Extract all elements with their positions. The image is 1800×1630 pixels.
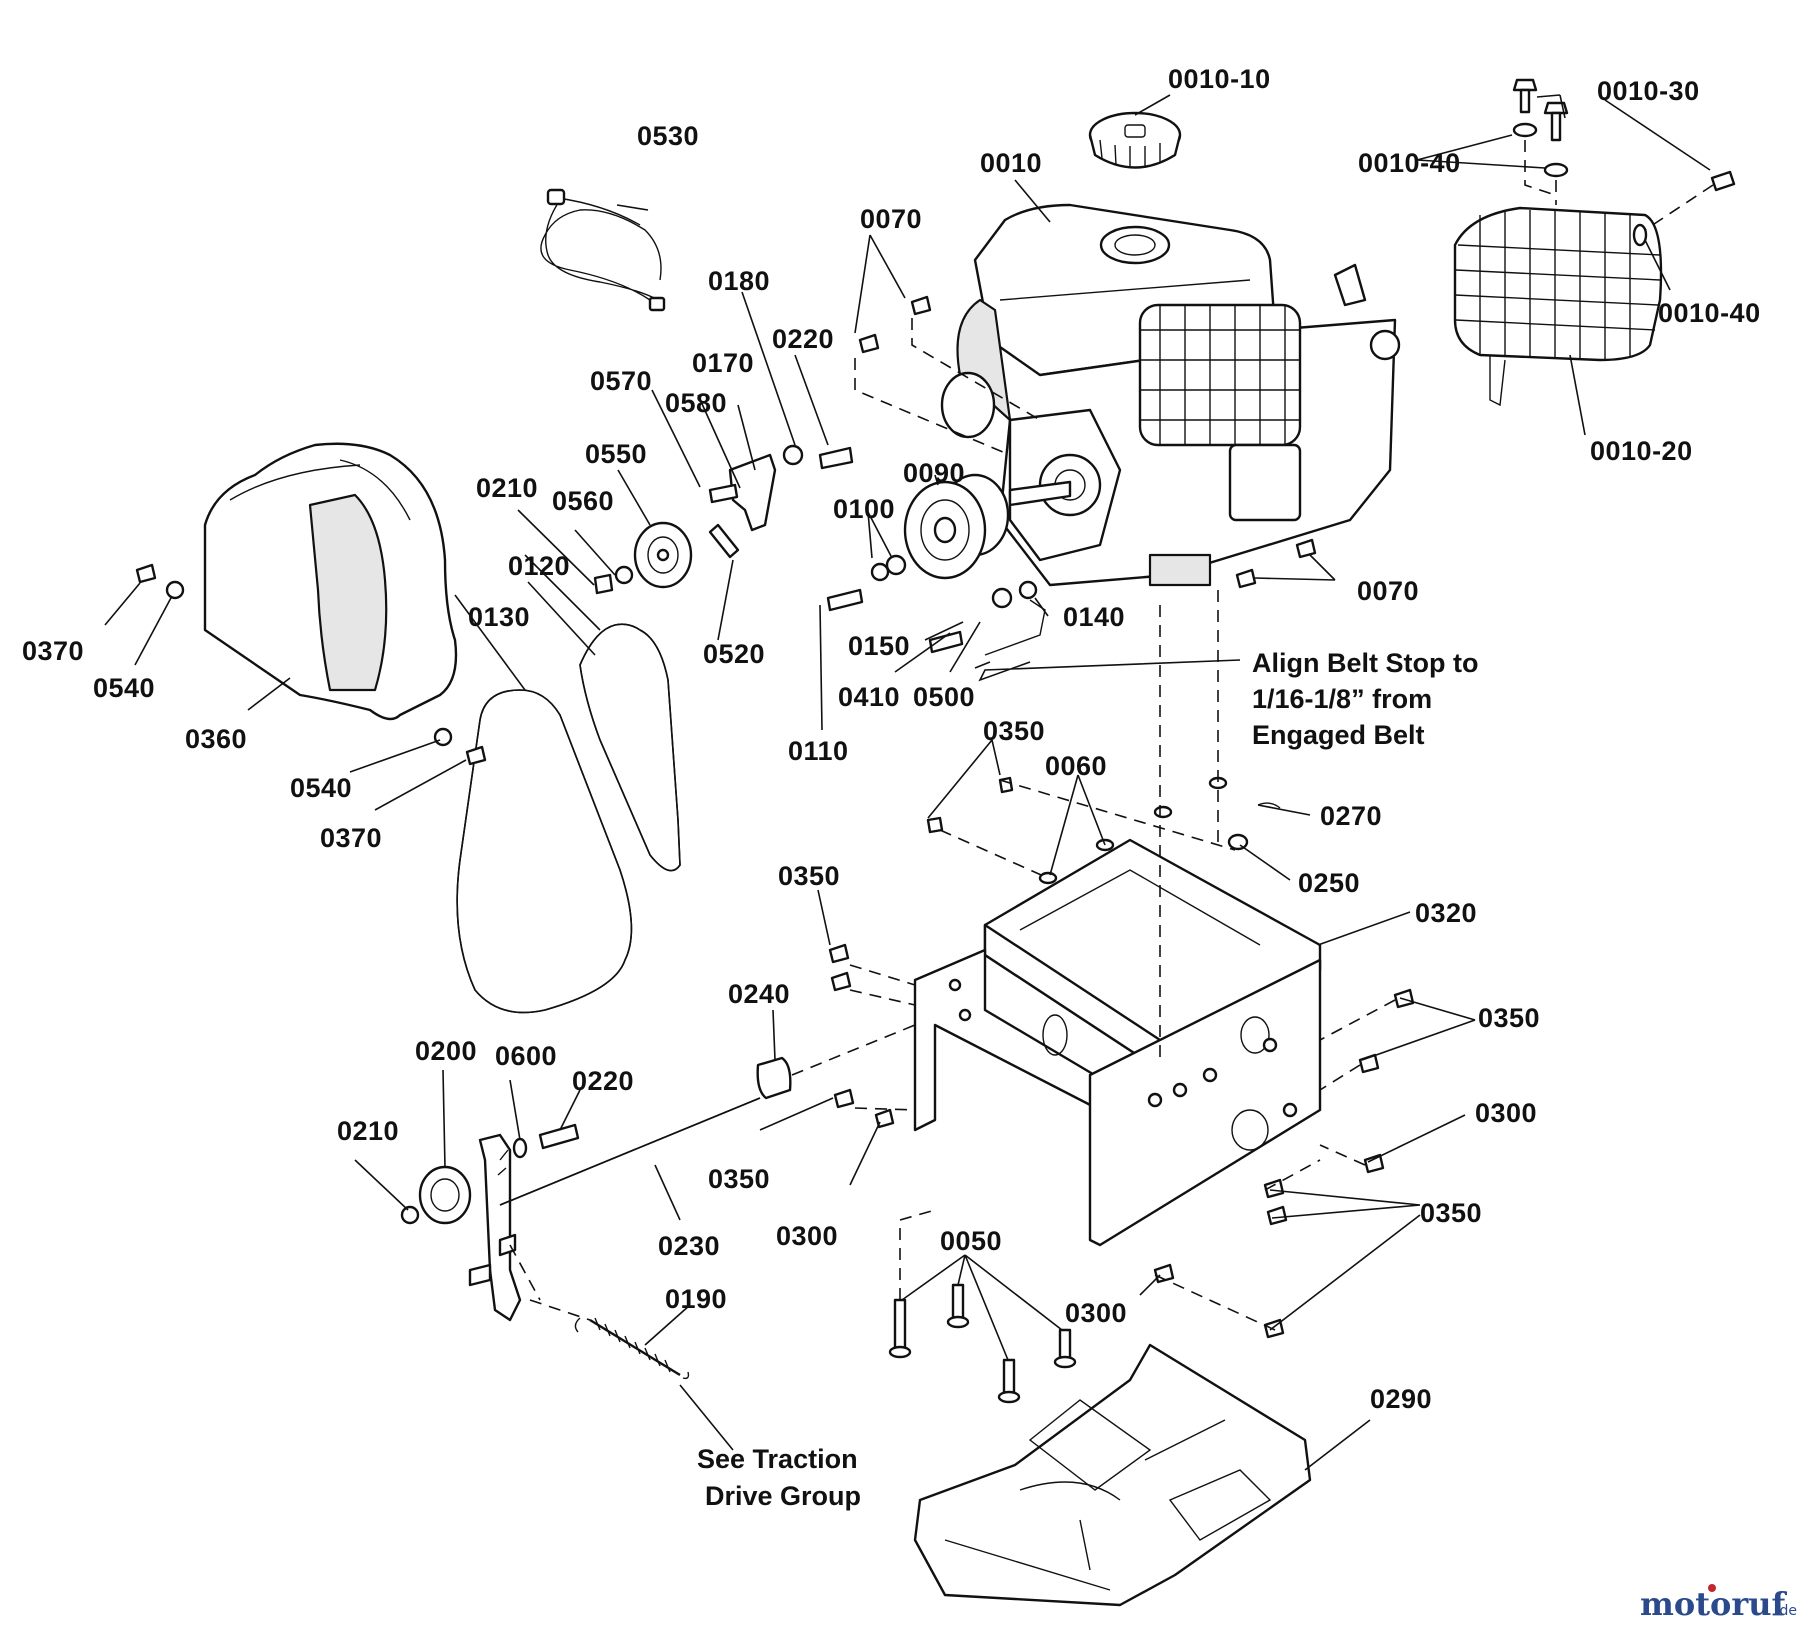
label-0010-40-right: 0010-40	[1658, 298, 1761, 328]
gas-cap-illustration	[1088, 111, 1182, 169]
label-0010-10: 0010-10	[1168, 64, 1271, 94]
label-0010-30: 0010-30	[1597, 76, 1700, 106]
label-0290: 0290	[1370, 1384, 1432, 1414]
label-0370-bottom: 0370	[320, 823, 382, 853]
engine-illustration	[940, 203, 1401, 587]
label-0060: 0060	[1045, 751, 1107, 781]
label-0090: 0090	[903, 458, 965, 488]
note-belt-stop-line1: Align Belt Stop to	[1252, 648, 1478, 678]
label-0210-bottom: 0210	[337, 1116, 399, 1146]
label-0580: 0580	[665, 388, 727, 418]
label-0010-20: 0010-20	[1590, 436, 1693, 466]
label-0270: 0270	[1320, 801, 1382, 831]
label-0350-b: 0350	[778, 861, 840, 891]
label-0350-c: 0350	[1478, 1003, 1540, 1033]
label-0570: 0570	[590, 366, 652, 396]
label-0210-top: 0210	[476, 473, 538, 503]
watermark-dot-icon	[1708, 1584, 1716, 1592]
leader-lines	[104, 94, 1711, 1471]
label-0530: 0530	[637, 121, 699, 151]
muffler-guard-illustration	[1453, 78, 1736, 407]
belts-illustration	[456, 623, 681, 1014]
label-0150: 0150	[848, 631, 910, 661]
label-0300-c: 0300	[1065, 1298, 1127, 1328]
label-0410: 0410	[838, 682, 900, 712]
label-0360: 0360	[185, 724, 247, 754]
cord-illustration	[540, 188, 666, 312]
label-0130: 0130	[468, 602, 530, 632]
label-0350-e: 0350	[1420, 1198, 1482, 1228]
pins-illustration	[888, 1283, 1077, 1404]
label-0540-bottom: 0540	[290, 773, 352, 803]
assembly-dashed-lines	[509, 140, 1714, 1331]
label-0560: 0560	[552, 486, 614, 516]
base-plate-illustration	[913, 1343, 1312, 1607]
label-0120: 0120	[508, 551, 570, 581]
annotation-notes: Align Belt Stop to 1/16-1/8” from Engage…	[697, 648, 1478, 1511]
idler-arm-illustration	[400, 1056, 792, 1322]
label-0140: 0140	[1063, 602, 1125, 632]
label-0190: 0190	[665, 1284, 727, 1314]
label-0010: 0010	[980, 148, 1042, 178]
label-0200: 0200	[415, 1036, 477, 1066]
note-belt-stop-line3: Engaged Belt	[1252, 720, 1425, 750]
watermark-logo: motoruf .de	[1640, 1584, 1797, 1623]
note-belt-stop-line2: 1/16-1/8” from	[1252, 684, 1432, 714]
label-0220-top: 0220	[772, 324, 834, 354]
label-0220-bottom: 0220	[572, 1066, 634, 1096]
chassis-illustration	[913, 838, 1322, 1247]
label-0070-top: 0070	[860, 204, 922, 234]
label-0370-top: 0370	[22, 636, 84, 666]
label-0100: 0100	[833, 494, 895, 524]
label-0180: 0180	[708, 266, 770, 296]
label-0350-a: 0350	[983, 716, 1045, 746]
label-0550: 0550	[585, 439, 647, 469]
label-0320: 0320	[1415, 898, 1477, 928]
label-0500: 0500	[913, 682, 975, 712]
label-0230: 0230	[658, 1231, 720, 1261]
label-0300-b: 0300	[776, 1221, 838, 1251]
label-0600: 0600	[495, 1041, 557, 1071]
label-0250: 0250	[1298, 868, 1360, 898]
label-0110: 0110	[788, 736, 849, 766]
note-traction-line1: See Traction	[697, 1444, 858, 1474]
engine-pulley-illustration	[826, 473, 1046, 656]
label-0350-d: 0350	[708, 1164, 770, 1194]
label-0540-top: 0540	[93, 673, 155, 703]
note-traction-line2: Drive Group	[705, 1481, 861, 1511]
label-0300-a: 0300	[1475, 1098, 1537, 1128]
label-0520: 0520	[703, 639, 765, 669]
idler-parts-illustration	[593, 444, 854, 595]
label-0010-40-left: 0010-40	[1358, 148, 1461, 178]
watermark-suffix: .de	[1775, 1603, 1797, 1619]
belt-cover-illustration	[203, 442, 458, 721]
spring-illustration	[574, 1317, 690, 1380]
part-labels: 0010-10 0010 0010-30 0010-40 0010-40 001…	[22, 64, 1761, 1414]
bolts-illustration	[135, 295, 1415, 1339]
label-0050: 0050	[940, 1226, 1002, 1256]
label-0070-right: 0070	[1357, 576, 1419, 606]
label-0240: 0240	[728, 979, 790, 1009]
label-0170: 0170	[692, 348, 754, 378]
